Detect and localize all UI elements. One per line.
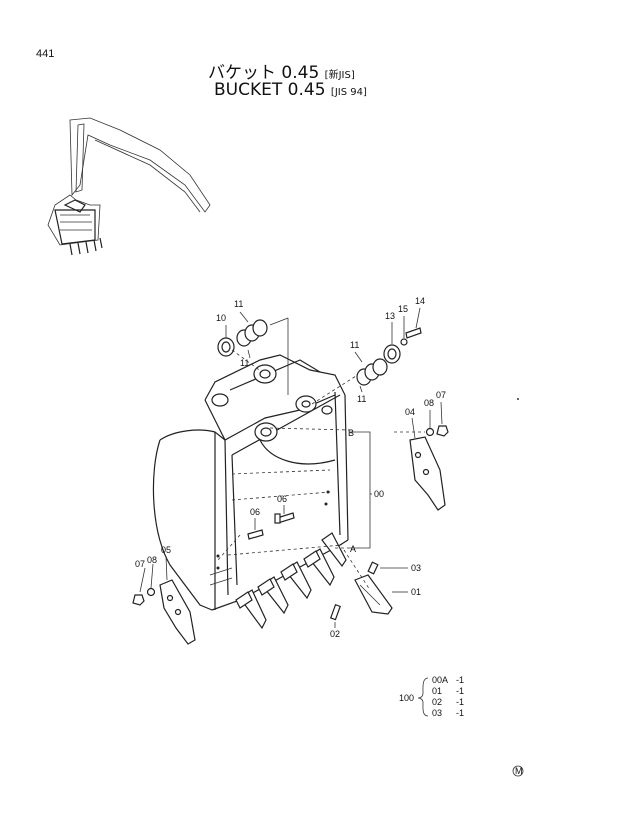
legend-part: 01 <box>432 686 443 696</box>
title-jp-spec: [新JIS] <box>324 70 355 81</box>
side-cutter-left-05 <box>159 579 196 645</box>
circled-m-mark <box>512 765 524 777</box>
springs-and-washers <box>217 319 401 386</box>
callout-11: 11 <box>234 299 243 309</box>
leader-lines <box>139 307 443 628</box>
side-cutter-right-04 <box>409 436 446 511</box>
legend-part: 03 <box>432 708 443 718</box>
bucket-body <box>152 354 349 611</box>
bucket-teeth <box>235 532 347 630</box>
callout-14: 14 <box>415 296 425 306</box>
title-en-spec: [JIS 94] <box>330 87 367 98</box>
callout-06: 06 <box>277 494 287 504</box>
callout-B: B <box>348 428 354 438</box>
legend-brace <box>417 677 429 717</box>
title-jp-text: バケット 0.45 <box>208 63 320 83</box>
callout-04: 04 <box>405 407 415 417</box>
legend-row: 02 <box>432 697 442 707</box>
callout-01: 01 <box>411 587 421 597</box>
callout-11: 11 <box>350 340 359 350</box>
stray-dot <box>517 398 519 400</box>
callout-02: 02 <box>330 629 340 639</box>
legend-qty: -1 <box>456 675 465 685</box>
callout-06: 06 <box>250 507 260 517</box>
legend-row-qty: -1 <box>456 675 464 685</box>
callout-15: 15 <box>398 304 408 314</box>
legend-group-number: 100 <box>399 693 414 703</box>
bolts-and-nuts <box>132 327 449 606</box>
lock-part-02 <box>329 603 341 621</box>
legend-row-qty: -1 <box>456 686 464 696</box>
excavator-arm-thumbnail <box>47 117 211 256</box>
callout-13: 13 <box>385 311 395 321</box>
callout-11: 11 <box>357 394 366 404</box>
legend-qty: -1 <box>456 697 465 707</box>
callout-10: 10 <box>216 313 226 323</box>
callout-11: 11 <box>240 358 249 368</box>
callout-07: 07 <box>135 559 145 569</box>
tooth-part-01 <box>354 574 393 615</box>
legend-row-qty: -1 <box>456 697 464 707</box>
callout-A: A <box>350 544 356 554</box>
callout-05: 05 <box>161 545 171 555</box>
legend-qty: -1 <box>456 708 465 718</box>
legend-row: 01 <box>432 686 442 696</box>
callout-labels: 10 11 11 11 11 13 15 14 04 08 07 B 00 06… <box>135 296 446 639</box>
page-number: 441 <box>36 48 55 60</box>
mark-letter: M <box>515 766 523 776</box>
legend-part: 02 <box>432 697 443 707</box>
legend-row: 00A <box>432 675 448 685</box>
title-japanese: バケット 0.45 [新JIS] <box>208 58 355 83</box>
legend-qty: -1 <box>456 686 465 696</box>
callout-07: 07 <box>436 390 446 400</box>
callout-08: 08 <box>147 555 157 565</box>
legend-part: 00A <box>432 675 449 685</box>
legend-row: 03 <box>432 708 442 718</box>
title-en-text: BUCKET 0.45 <box>214 80 326 100</box>
legend-row-qty: -1 <box>456 708 464 718</box>
title-english: BUCKET 0.45 [JIS 94] <box>214 80 367 100</box>
callout-00: 00 <box>374 489 384 499</box>
pin-part-03 <box>367 561 379 575</box>
callout-08: 08 <box>424 398 434 408</box>
callout-03: 03 <box>411 563 421 573</box>
